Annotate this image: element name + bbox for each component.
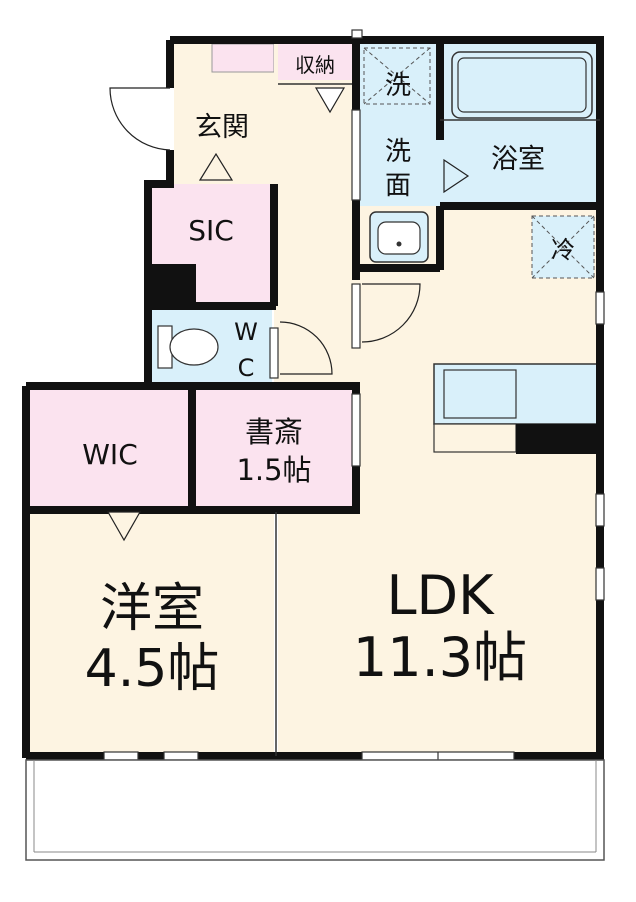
study-floor: [196, 390, 356, 506]
wic-label: WIC: [82, 438, 138, 471]
wc-label-2: C: [238, 354, 255, 382]
partitions: [275, 83, 600, 756]
washroom-label-1: 洗: [385, 137, 411, 167]
ldk-floor: [354, 206, 600, 754]
wic-floor: [30, 390, 190, 506]
wc-label-1: W: [234, 318, 258, 346]
hallway-floor: [274, 44, 354, 384]
western-floor: [30, 512, 274, 754]
study-size: 1.5帖: [236, 453, 311, 487]
openings: [103, 29, 605, 761]
study-label: 書斎: [245, 415, 303, 449]
storage-floor: [278, 44, 352, 80]
sic-pillar: [152, 264, 196, 304]
storage-label: 収納: [295, 53, 335, 77]
washroom-label-2: 面: [385, 171, 411, 201]
ldk-lower-floor: [278, 512, 358, 754]
fridge-label: 冷: [551, 236, 575, 264]
toilet-icon: [157, 325, 219, 369]
ldk-label: LDK: [386, 564, 495, 627]
western-label: 洋室: [100, 579, 204, 639]
sic-label: SIC: [188, 214, 234, 247]
washer-label: 洗: [385, 71, 411, 101]
entrance-step: [211, 43, 275, 73]
bath-label: 浴室: [491, 144, 545, 175]
kitchen-cupboard: [433, 423, 517, 453]
kitchen-pillar: [516, 424, 600, 454]
balcony: [25, 759, 605, 861]
bathtub: [451, 51, 593, 119]
western-size: 4.5帖: [85, 639, 220, 699]
ldk-size: 11.3帖: [353, 626, 527, 689]
doors: [106, 87, 470, 542]
entrance-label: 玄関: [195, 112, 249, 143]
